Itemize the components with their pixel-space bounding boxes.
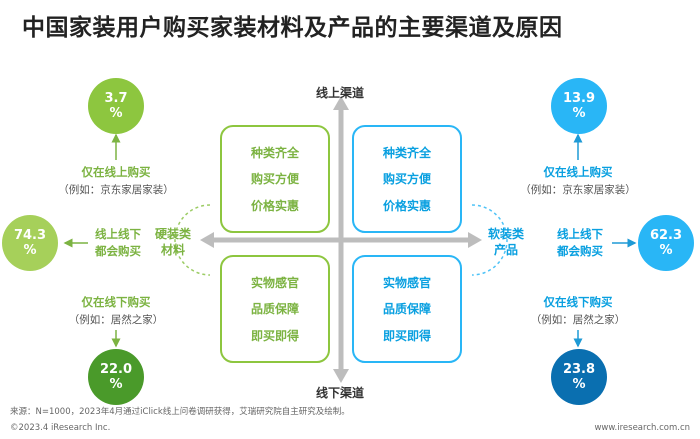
reason-item: 价格实惠 [382, 199, 431, 214]
soft-online-only-circle: 13.9 % [551, 78, 607, 134]
hard-online-example: （例如：京东家居家装） [58, 184, 174, 196]
hard-offline-only-label: 仅在线下购买 [81, 295, 151, 309]
soft-label-line2: 产品 [494, 243, 519, 257]
hard-online-value: 3.7 [104, 91, 128, 106]
soft-products-label: 软装类 产品 [488, 226, 524, 258]
page-title: 中国家装用户购买家装材料及产品的主要渠道及原因 [22, 15, 563, 41]
reason-item: 购买方便 [382, 172, 431, 187]
reason-item: 购买方便 [250, 172, 299, 187]
soft-online-example: （例如：京东家居家装） [520, 184, 636, 196]
reason-item: 实物感官 [250, 275, 299, 290]
axis-arrow-up [333, 96, 349, 110]
hard-online-unit: % [109, 106, 123, 121]
hard-both-value: 74.3 [13, 228, 47, 243]
reason-item: 实物感官 [382, 275, 431, 290]
hard-materials-label: 硬装类 材料 [155, 226, 191, 258]
hard-label-line1: 硬装类 [155, 227, 192, 241]
soft-online-only-label: 仅在线上购买 [543, 165, 613, 179]
soft-offline-only-circle: 23.8 % [551, 349, 607, 405]
hard-online-only-label: 仅在线上购买 [81, 165, 151, 179]
hard-both-label: 线上线下 都会购买 [88, 226, 148, 260]
hard-online-only-circle: 3.7 % [88, 78, 144, 134]
hard-label-arc [174, 204, 211, 276]
reason-item: 品质保障 [382, 302, 431, 317]
hard-offline-example: （例如：居然之家） [68, 314, 164, 326]
quadrant-hard-offline: 实物感官 品质保障 即买即得 [220, 255, 330, 363]
quadrant-soft-online: 种类齐全 购买方便 价格实惠 [352, 125, 462, 233]
soft-label-arc [471, 204, 508, 276]
soft-offline-unit: % [572, 377, 586, 392]
reason-item: 即买即得 [382, 329, 431, 344]
axis-arrow-down [333, 369, 349, 383]
soft-offline-value: 23.8 [562, 362, 596, 377]
website: www.iresearch.com.cn [594, 423, 690, 433]
soft-both-value: 62.3 [649, 228, 683, 243]
soft-offline-example: （例如：居然之家） [530, 314, 626, 326]
quadrant-hard-online: 种类齐全 购买方便 价格实惠 [220, 125, 330, 233]
reason-item: 价格实惠 [250, 199, 299, 214]
soft-online-value: 13.9 [562, 91, 596, 106]
hard-both-unit: % [23, 243, 37, 258]
axis-arrow-left [200, 232, 214, 248]
soft-both-label: 线上线下 都会购买 [550, 226, 610, 260]
axis-label-offline: 线下渠道 [316, 386, 365, 400]
hard-both-label-line1: 线上线下 [95, 227, 141, 241]
soft-label-line1: 软装类 [488, 227, 525, 241]
soft-both-label-line1: 线上线下 [557, 227, 603, 241]
axis-label-online: 线上渠道 [316, 86, 365, 100]
hard-both-label-line2: 都会购买 [95, 244, 141, 258]
soft-both-unit: % [659, 243, 673, 258]
hard-label-line2: 材料 [161, 243, 186, 257]
hard-both-circle: 74.3 % [2, 215, 58, 271]
axis-arrow-right [468, 232, 482, 248]
soft-both-circle: 62.3 % [638, 215, 694, 271]
soft-online-unit: % [572, 106, 586, 121]
reason-item: 种类齐全 [250, 145, 299, 160]
soft-offline-only-label: 仅在线下购买 [543, 295, 613, 309]
reason-item: 种类齐全 [382, 145, 431, 160]
copyright: ©2023.4 iResearch Inc. [10, 423, 111, 433]
hard-offline-only-circle: 22.0 % [88, 349, 144, 405]
quadrant-soft-offline: 实物感官 品质保障 即买即得 [352, 255, 462, 363]
hard-offline-value: 22.0 [99, 362, 133, 377]
reason-item: 即买即得 [250, 329, 299, 344]
source-note: 来源：N=1000，2023年4月通过iClick线上问卷调研获得，艾瑞研究院自… [10, 407, 350, 417]
reason-item: 品质保障 [250, 302, 299, 317]
soft-both-label-line2: 都会购买 [557, 244, 603, 258]
hard-offline-unit: % [109, 377, 123, 392]
